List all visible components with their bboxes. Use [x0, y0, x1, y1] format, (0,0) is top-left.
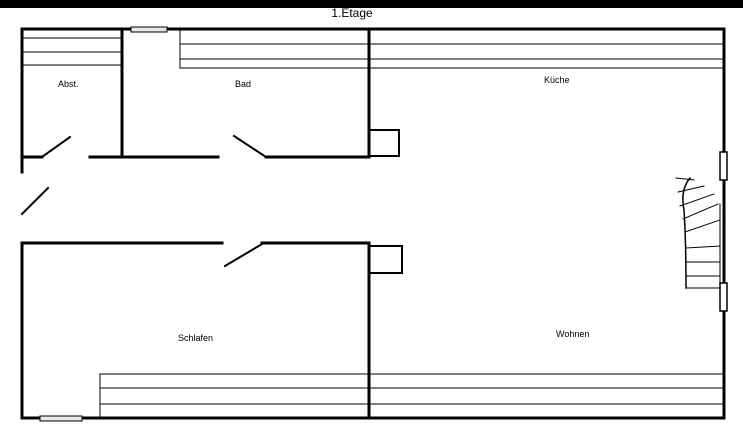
door-entrance — [20, 186, 50, 216]
floor-title: 1.Etage — [331, 6, 373, 20]
column-box-lower — [368, 245, 403, 274]
room-label-wohnen: Wohnen — [556, 329, 590, 339]
room-label-bad: Bad — [235, 79, 252, 89]
column-box-upper — [368, 129, 400, 157]
window-right-upper — [719, 151, 728, 181]
window-schlafen-bottom — [39, 415, 83, 422]
door-schlafen — [223, 242, 264, 268]
staircase — [675, 176, 721, 289]
room-label-kueche: Küche — [544, 75, 570, 85]
door-bad — [232, 134, 268, 159]
room-label-abst: Abst. — [58, 79, 79, 89]
window-right-lower — [719, 282, 728, 312]
window-bad-top — [130, 26, 168, 33]
room-label-schlafen: Schlafen — [178, 333, 214, 343]
door-abst — [40, 135, 72, 159]
top-bar — [0, 0, 743, 8]
